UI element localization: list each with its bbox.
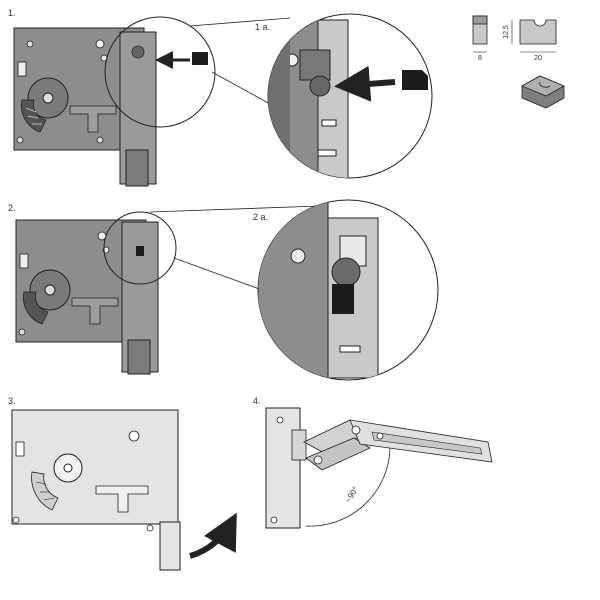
- step-4-label: 4.: [253, 396, 261, 406]
- step-3-mechanism: [11, 409, 237, 571]
- step-1-mechanism: [13, 16, 291, 187]
- step-4-mechanism: [265, 407, 493, 529]
- dim-height: 12,5: [503, 25, 510, 39]
- step-3-label: 3.: [8, 396, 16, 406]
- step-2-mechanism: [15, 205, 321, 375]
- dim-width-small: 8: [478, 55, 482, 62]
- step-2a-label: 2 a.: [253, 212, 269, 222]
- step-1a-label: 1 a.: [255, 22, 271, 32]
- step-2a-zoom: [257, 199, 439, 381]
- step-2-label: 2.: [8, 203, 16, 213]
- clip-dimension-drawing: [472, 15, 565, 109]
- opening-angle-label: ~90°: [344, 485, 361, 504]
- dim-length: 20: [534, 55, 542, 62]
- step-1a-zoom: [267, 13, 433, 179]
- step-1-label: 1.: [8, 8, 16, 18]
